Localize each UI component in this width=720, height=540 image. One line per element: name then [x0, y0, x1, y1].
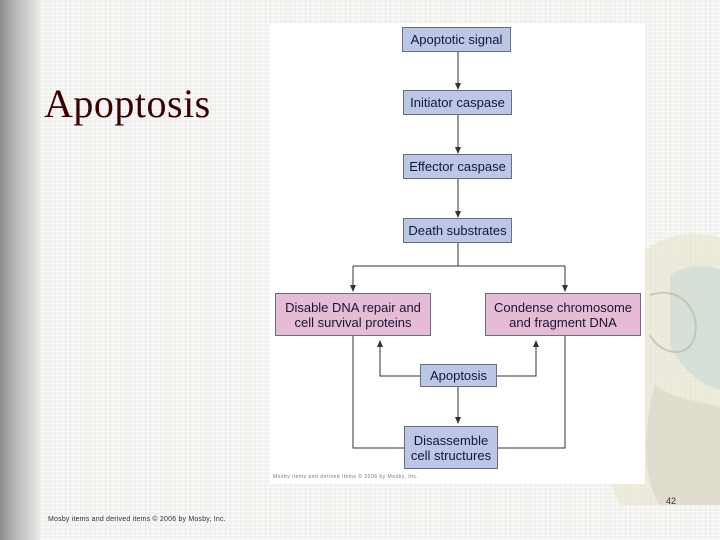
node-death-substrates: Death substrates — [403, 218, 512, 243]
node-apoptosis: Apoptosis — [420, 364, 497, 387]
line-disable-to-disassemble — [352, 336, 404, 449]
line-condense-to-disassemble — [498, 336, 566, 449]
figure-credit: Mosby items and derived items © 2006 by … — [273, 474, 419, 480]
slide-title: Apoptosis — [44, 81, 211, 126]
footer-credit: Mosby items and derived items © 2006 by … — [48, 516, 226, 523]
apoptosis-flowchart: Apoptotic signal Initiator caspase Effec… — [270, 23, 645, 484]
left-gradient-bar — [0, 0, 40, 540]
arrow-apoptosis-to-disable — [377, 340, 420, 377]
node-initiator-caspase: Initiator caspase — [403, 90, 512, 115]
flowchart-connectors — [350, 52, 568, 449]
node-disable-dna-repair: Disable DNA repair and cell survival pro… — [275, 293, 431, 336]
node-condense-chromosome: Condense chromosome and fragment DNA — [485, 293, 641, 336]
page-number: 42 — [666, 496, 677, 506]
node-disassemble-cell-structures: Disassemble cell structures — [404, 426, 498, 469]
node-effector-caspase: Effector caspase — [403, 154, 512, 179]
arrow-apoptosis-to-condense — [497, 340, 539, 377]
node-apoptotic-signal: Apoptotic signal — [402, 27, 511, 52]
